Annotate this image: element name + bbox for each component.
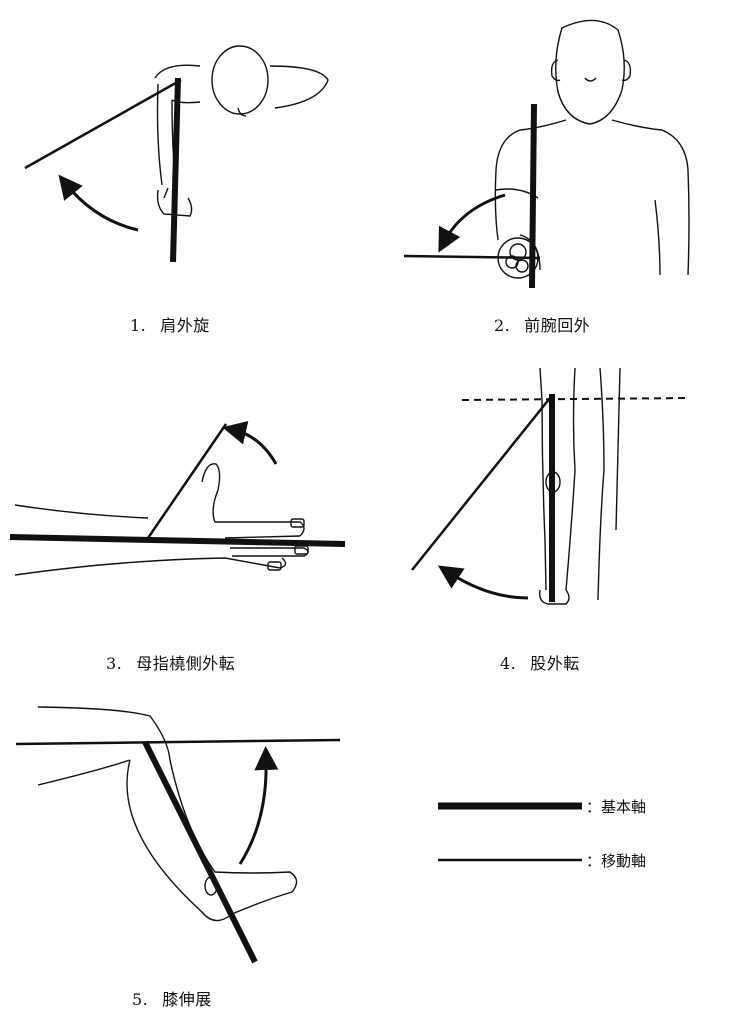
figure-2-forearm-supination: [403, 19, 690, 289]
figure-5-number: 5.: [132, 990, 149, 1009]
figure-5-basic-axis: [142, 740, 258, 964]
figure-1-shoulder-external-rotation: [24, 45, 329, 263]
figure-4-number: 4.: [500, 654, 517, 673]
figure-1-number: 1.: [130, 316, 147, 335]
figure-5-label: 膝伸展: [162, 990, 212, 1009]
figure-1-rotation-arrow: [58, 174, 139, 232]
figure-2-basic-axis: [529, 103, 537, 289]
figure-2-moving-axis: [403, 254, 541, 260]
figure-5-caption: 5. 膝伸展: [132, 986, 212, 1010]
figure-2-body-outline: [494, 19, 690, 279]
figure-2-caption: 2. 前腕回外: [494, 312, 590, 336]
figure-4-moving-axis: [411, 397, 551, 571]
figure-2-number: 2.: [494, 316, 511, 335]
figure-5-knee-extension: [15, 706, 341, 964]
figure-1-caption: 1. 肩外旋: [130, 312, 210, 336]
figure-5-moving-axis: [15, 738, 341, 746]
figure-2-rotation-arrow: [438, 193, 506, 253]
figure-4-abduction-arrow: [437, 565, 529, 600]
legend-basic-axis-label: ：基本軸: [586, 798, 647, 816]
figure-5-leg-outline: [37, 706, 298, 922]
figure-5-extension-arrow: [238, 746, 279, 865]
figure-1-body-outline: [154, 45, 329, 217]
figure-4-hip-abduction: [411, 367, 691, 605]
figure-3-label: 母指橈側外転: [136, 654, 236, 673]
figure-3-moving-axis: [146, 423, 228, 539]
figure-3-caption: 3. 母指橈側外転: [106, 650, 235, 674]
figure-4-label: 股外転: [530, 654, 580, 673]
figure-3-hand-outline: [14, 463, 309, 576]
figure-3-number: 3.: [106, 654, 123, 673]
figure-4-caption: 4. 股外転: [500, 650, 580, 674]
legend-moving-axis-label: ：移動軸: [586, 852, 647, 870]
figure-3-thumb-radial-abduction: [9, 421, 346, 576]
figure-1-basic-axis: [170, 77, 181, 263]
figure-2-label: 前腕回外: [524, 316, 591, 335]
figure-1-label: 肩外旋: [160, 316, 210, 335]
figure-3-abduction-arrow: [222, 421, 278, 465]
figure-4-reference-line-dashed: [461, 397, 691, 401]
figure-3-basic-axis: [9, 534, 346, 547]
figure-1-moving-axis: [24, 78, 182, 170]
